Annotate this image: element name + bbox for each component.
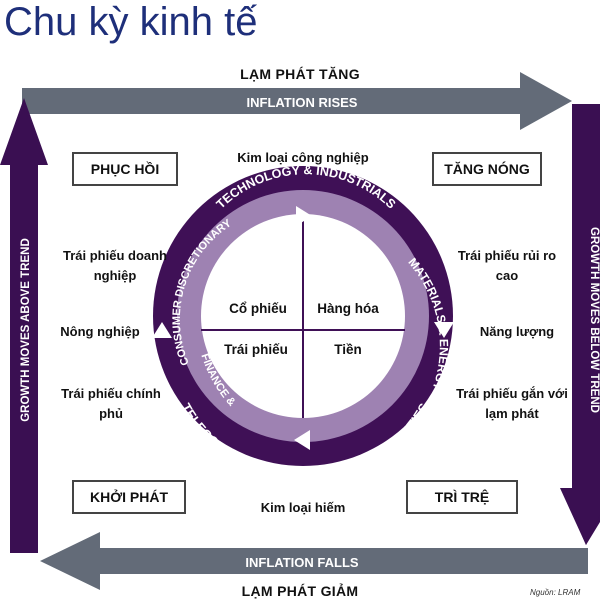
quadrant-bonds: Trái phiếu	[224, 342, 288, 357]
growth-above-trend-arrow	[0, 98, 48, 553]
ring-arrow-top-icon	[296, 206, 312, 226]
inflation-rises-caption: LẠM PHÁT TĂNG	[240, 66, 360, 82]
source-note: Nguồn: LRAM	[530, 588, 581, 597]
ring-arrow-bottom-icon	[294, 430, 310, 450]
growth-above-trend-text: GROWTH MOVES ABOVE TREND	[20, 238, 32, 422]
inflation-rises-arrow	[22, 72, 572, 130]
growth-below-trend-arrowhead	[560, 488, 600, 545]
growth-below-trend-text: GROWTH MOVES BELOW TREND	[588, 227, 600, 413]
phase-recovery-box: PHỤC HỒI	[72, 152, 178, 186]
label-precious-metals: Kim loại hiếm	[260, 500, 346, 515]
quadrant-stocks: Cổ phiếu	[229, 301, 287, 316]
inflation-rises-text: INFLATION RISES	[247, 95, 358, 110]
ring-arrow-left-icon	[152, 322, 172, 338]
ring-arrow-right-icon	[434, 322, 454, 338]
page-title: Chu kỳ kinh tế	[4, 0, 258, 44]
label-high-yield-bonds: Trái phiếu rủi ro cao	[457, 248, 557, 283]
label-agriculture: Nông nghiệp	[60, 324, 140, 339]
inflation-falls-text: INFLATION FALLS	[245, 555, 358, 570]
quadrant-commodities: Hàng hóa	[317, 301, 379, 316]
inflation-falls-caption: LẠM PHÁT GIẢM	[241, 583, 359, 599]
quadrant-cash: Tiền	[334, 342, 362, 357]
inflation-falls-arrow	[40, 532, 588, 590]
label-energy: Năng lượng	[479, 324, 555, 339]
label-inflation-linked-bonds: Trái phiếu gắn với lạm phát	[456, 386, 568, 421]
label-corporate-bonds: Trái phiếu doanh nghiệp	[62, 248, 167, 283]
phase-reflation-box: KHỞI PHÁT	[72, 480, 186, 514]
label-government-bonds: Trái phiếu chính phủ	[61, 386, 161, 421]
label-industrial-metals: Kim loại công nghiệp	[237, 150, 369, 165]
growth-below-trend-arrow	[562, 104, 600, 545]
phase-overheat-box: TĂNG NÓNG	[432, 152, 542, 186]
phase-stagflation-box: TRÌ TRỆ	[406, 480, 518, 514]
